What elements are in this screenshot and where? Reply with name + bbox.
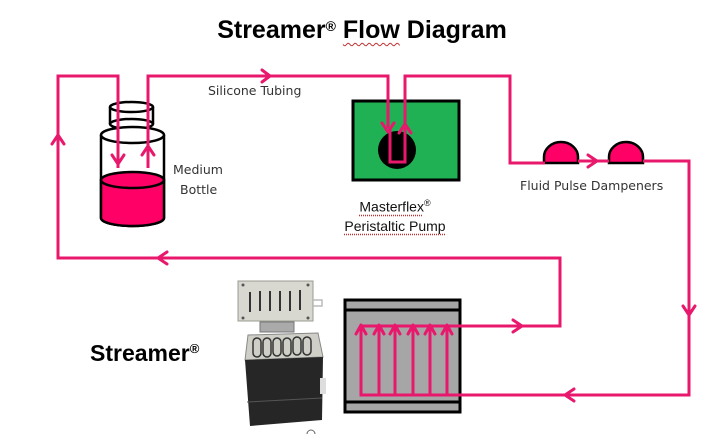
streamer-registered-mark: ® — [189, 341, 200, 356]
medium-label-line2: Bottle — [180, 182, 218, 197]
chamber-manifold-bottom — [359, 326, 402, 397]
arrow-up-icon — [372, 323, 386, 336]
arrow-up-icon — [140, 144, 156, 157]
pump-label-line1: Masterflex — [359, 198, 424, 215]
streamer-chamber — [343, 298, 462, 414]
pump-label: Masterflex® Peristaltic Pump — [330, 194, 460, 236]
arrow-left-icon — [563, 387, 576, 403]
arrow-up-icon — [50, 133, 66, 146]
arrow-right-icon — [586, 153, 599, 169]
tubing-return-line — [56, 74, 562, 328]
tubing-dampener-to-chamber — [402, 159, 691, 397]
pump-registered-mark: ® — [423, 198, 431, 208]
arrow-right-icon — [260, 68, 272, 84]
medium-label-line1: Medium — [173, 162, 223, 177]
title-word-flow: Flow — [342, 16, 400, 44]
flow-arrows — [50, 68, 697, 403]
tubing-network — [56, 74, 691, 397]
streamer-label-text: Streamer — [90, 340, 190, 366]
medium-liquid — [99, 178, 166, 228]
pulse-dampener-2 — [607, 140, 645, 165]
arrow-left-icon — [156, 250, 169, 266]
arrow-up-icon — [397, 122, 413, 135]
silicone-tubing-label: Silicone Tubing — [208, 83, 302, 98]
diagram-title: Streamer® Flow Diagram — [0, 16, 724, 45]
arrow-up-icon — [388, 323, 402, 336]
tubing-pump-loop — [388, 74, 545, 165]
pulse-dampener-1 — [542, 140, 580, 165]
arrow-up-icon — [440, 323, 454, 336]
arrow-down-icon — [681, 304, 697, 317]
medium-bottle — [99, 100, 166, 228]
arrow-down-icon — [110, 153, 126, 166]
arrow-up-icon — [354, 323, 368, 336]
dampeners-label: Fluid Pulse Dampeners — [520, 178, 664, 193]
arrow-right-icon — [511, 318, 524, 334]
arrow-down-icon — [380, 121, 396, 134]
streamer-label: Streamer® — [90, 340, 199, 367]
title-registered-mark: ® — [325, 18, 336, 34]
pump-label-line2: Peristaltic Pump — [344, 217, 446, 234]
arrow-up-icon — [406, 323, 420, 336]
title-word-diagram: Diagram — [406, 16, 507, 44]
arrow-up-icon — [423, 323, 437, 336]
streamer-device-image — [237, 280, 326, 434]
title-brand: Streamer — [217, 16, 326, 44]
